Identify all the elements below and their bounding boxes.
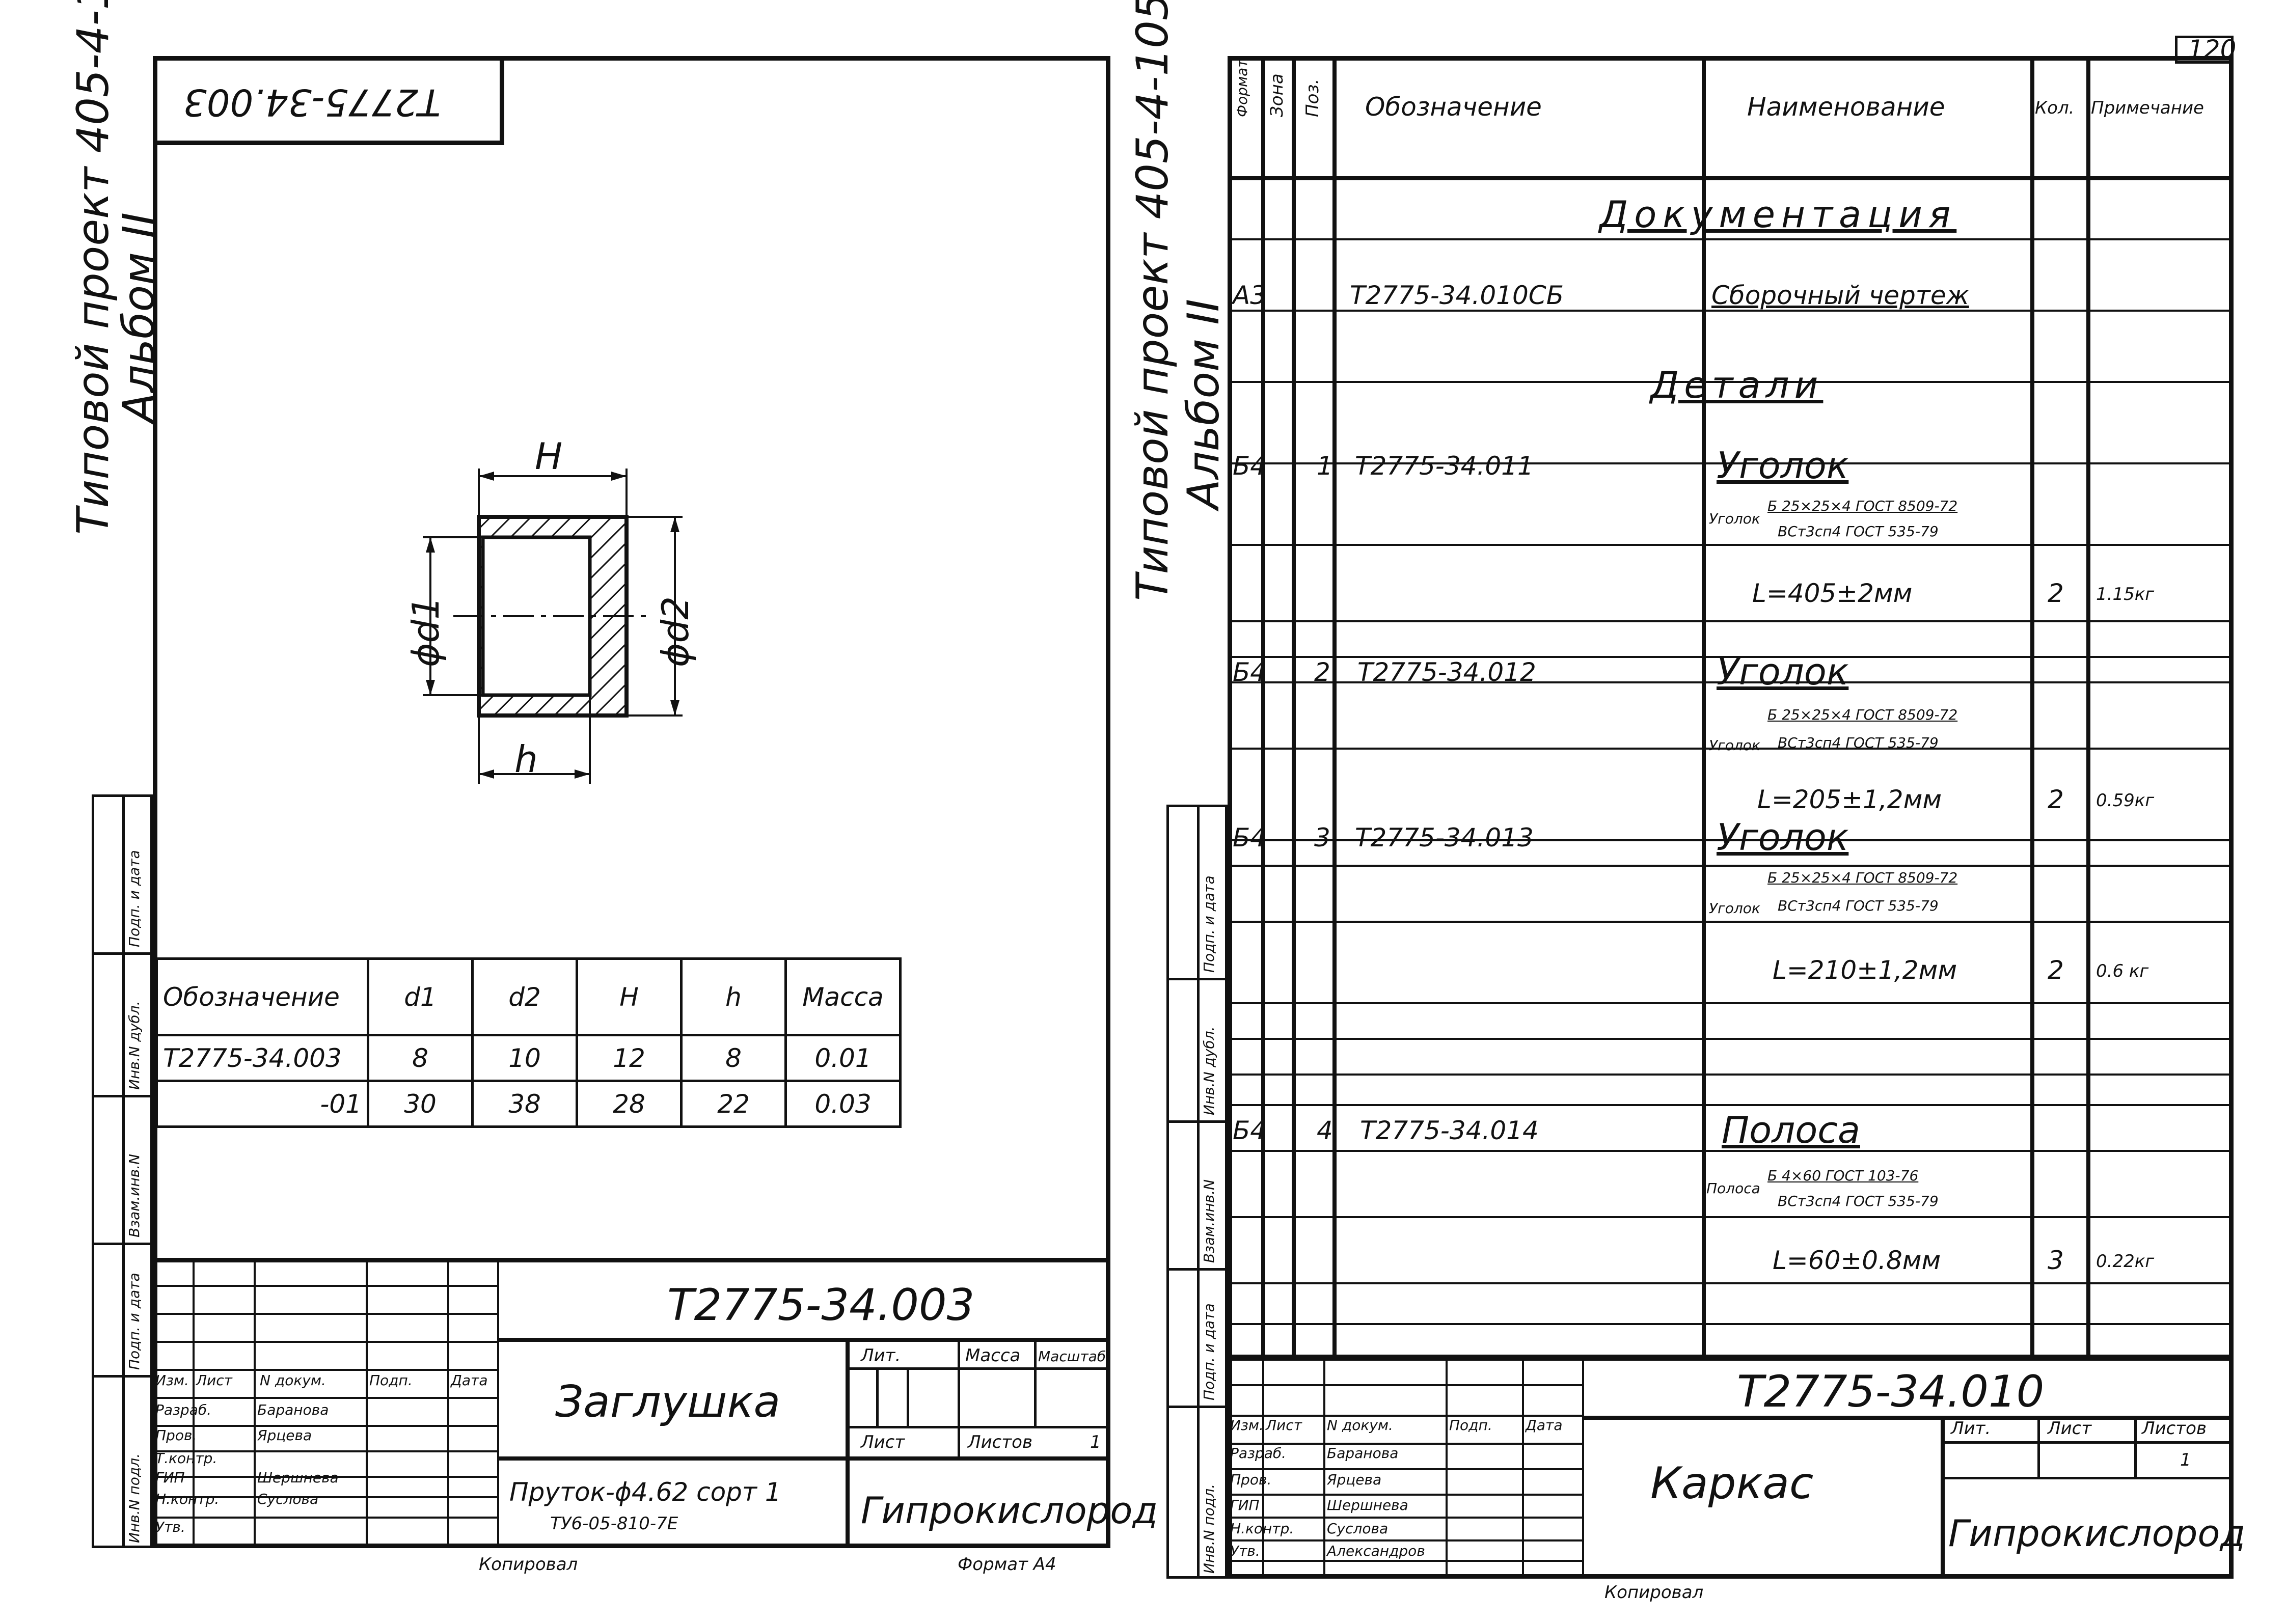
left-title-code: Т2775-34.003 — [667, 1280, 975, 1331]
left-signer-role-1: Разраб. — [155, 1401, 212, 1418]
left-signer-role-4: ГИП — [155, 1469, 185, 1486]
right-signer-role-5: Утв. — [1230, 1543, 1260, 1559]
left-sign-header-sign: Подп. — [369, 1372, 413, 1389]
param-table: Обозначение d1 d2 H h Масса Т2775-34.003… — [155, 957, 902, 1128]
left-signer-role-5: Н.контр. — [155, 1491, 220, 1507]
right-sign-header-date: Дата — [1526, 1417, 1563, 1434]
right-signer-name-1: Баранова — [1327, 1445, 1399, 1462]
right-side-col-2: Подп. и дата — [1201, 1303, 1217, 1400]
right-sign-header-list: Лист — [1266, 1417, 1302, 1434]
right-signer-role-1: Разраб. — [1230, 1445, 1287, 1462]
right-signer-name-3: Шершнева — [1327, 1497, 1408, 1513]
right-sign-header-sign: Подп. — [1449, 1417, 1492, 1434]
left-sign-header-date: Дата — [451, 1372, 488, 1389]
param-header-mass: Масса — [784, 957, 902, 1036]
dim-d2-label: ϕd2 — [654, 596, 697, 667]
doc-row-format: А3 — [1233, 281, 1267, 310]
spec-header-format: Формат — [1234, 59, 1250, 117]
right-title-block — [1228, 1355, 2234, 1579]
spec-grid — [1228, 56, 2234, 1361]
spec-header-name: Наименование — [1747, 92, 1945, 122]
left-mass-label: Масса — [965, 1345, 1021, 1366]
right-footer-copy: Копировал — [1604, 1582, 1704, 1603]
param-header-h: h — [680, 957, 787, 1036]
left-scale-label: Масштаб — [1038, 1348, 1106, 1365]
left-sign-header-izm: Изм. — [155, 1372, 189, 1389]
right-title-code: Т2775-34.010 — [1737, 1366, 2045, 1417]
right-side-col-4: Инв.N дубл. — [1201, 1026, 1217, 1116]
table-row: Т2775-34.003 8 10 12 8 0.01 — [155, 1034, 902, 1082]
right-sheet-label: Лист — [2048, 1418, 2092, 1439]
left-sheets-value: 1 — [1090, 1432, 1101, 1452]
spec-section-parts: Детали — [1650, 364, 1824, 406]
table-row: -01 30 38 28 22 0.03 — [155, 1080, 902, 1128]
dim-h-label: h — [514, 738, 538, 781]
left-side-col-4: Инв.N дубл. — [126, 1001, 143, 1090]
doc-row-name: Сборочный чертеж — [1711, 281, 1969, 310]
left-side-label-top: Типовой проект 405-4-105.84 — [68, 0, 119, 535]
left-sheet-label: Лист — [861, 1432, 905, 1452]
right-signer-role-3: ГИП — [1230, 1497, 1260, 1513]
right-sheets-value: 1 — [2180, 1450, 2191, 1470]
left-footer-copy: Копировал — [479, 1554, 578, 1575]
spec-header-designation: Обозначение — [1365, 92, 1542, 122]
left-sign-header-list: Лист — [196, 1372, 232, 1389]
left-sign-header-doc: N докум. — [260, 1372, 326, 1389]
right-sign-header-doc: N докум. — [1327, 1417, 1393, 1434]
right-side-col-1: Инв.N подл. — [1201, 1483, 1217, 1574]
left-title-name: Заглушка — [555, 1377, 781, 1427]
right-sign-header-izm: Изм. — [1230, 1417, 1264, 1434]
dim-H-label: H — [535, 435, 563, 478]
doc-row-designation: Т2775-34.010СБ — [1350, 281, 1564, 310]
left-side-col-3: Взам.инв.N — [126, 1153, 143, 1237]
dim-d1-label: ϕd1 — [404, 596, 447, 667]
left-sign-grid — [153, 1258, 499, 1548]
param-header-d1: d1 — [367, 957, 474, 1036]
left-title-material2: ТУ6-05-810-7Е — [550, 1513, 678, 1534]
spec-header-qty: Кол. — [2035, 98, 2075, 118]
param-header-H: H — [576, 957, 683, 1036]
spec-header-zone: Зона — [1267, 73, 1287, 117]
left-lit-label: Лит. — [861, 1345, 901, 1366]
left-title-material: Пруток-ϕ4.62 сорт 1 — [509, 1477, 781, 1507]
right-signer-role-2: Пров. — [1230, 1471, 1272, 1488]
part-drawing — [423, 469, 683, 784]
left-signer-name-2: Ярцева — [257, 1427, 312, 1444]
right-lit-label: Лит. — [1951, 1418, 1991, 1439]
right-frame — [1228, 56, 2234, 1579]
left-signer-name-5: Суслова — [257, 1491, 319, 1507]
left-title-block — [153, 1258, 1110, 1548]
left-stamp-code: Т2775-34.003 — [183, 81, 441, 124]
left-org: Гипрокислород — [861, 1489, 1158, 1532]
left-signer-name-4: Шершнева — [257, 1469, 339, 1486]
left-side-col-2: Подп. и дата — [126, 1273, 143, 1370]
left-footer-format: Формат А4 — [958, 1554, 1056, 1575]
right-side-label-bottom: Альбом II — [1178, 298, 1229, 509]
right-org: Гипрокислород — [1948, 1512, 2246, 1555]
left-signer-name-1: Баранова — [257, 1401, 329, 1418]
param-header-designation: Обозначение — [155, 957, 369, 1036]
spec-header-note: Примечание — [2091, 98, 2204, 118]
right-side-col-5: Подп. и дата — [1201, 875, 1217, 973]
right-side-label-top: Типовой проект 405-4-105.84 — [1127, 0, 1178, 601]
left-signer-role-3: Т.контр. — [155, 1450, 217, 1467]
right-signer-name-5: Александров — [1327, 1543, 1425, 1559]
left-stamp-box — [153, 56, 504, 145]
right-signer-name-4: Суслова — [1327, 1520, 1389, 1537]
spec-section-docs: Документация — [1599, 193, 1957, 236]
right-title-name: Каркас — [1650, 1458, 1814, 1509]
left-frame — [153, 56, 1110, 1548]
right-side-col-3: Взам.инв.N — [1201, 1179, 1217, 1263]
left-signer-role-2: Пров. — [155, 1427, 197, 1444]
left-sheets-label: Листов — [968, 1432, 1033, 1452]
spec-header-pos: Поз. — [1302, 78, 1323, 117]
left-side-col-1: Инв.N подл. — [126, 1453, 143, 1543]
left-side-col-5: Подп. и дата — [126, 850, 143, 947]
param-header-d2: d2 — [471, 957, 578, 1036]
right-signer-name-2: Ярцева — [1327, 1471, 1382, 1488]
left-signer-role-6: Утв. — [155, 1519, 185, 1535]
right-signer-role-4: Н.контр. — [1230, 1520, 1294, 1537]
right-sheets-label: Листов — [2142, 1418, 2207, 1439]
right-sign-grid — [1228, 1355, 1584, 1579]
